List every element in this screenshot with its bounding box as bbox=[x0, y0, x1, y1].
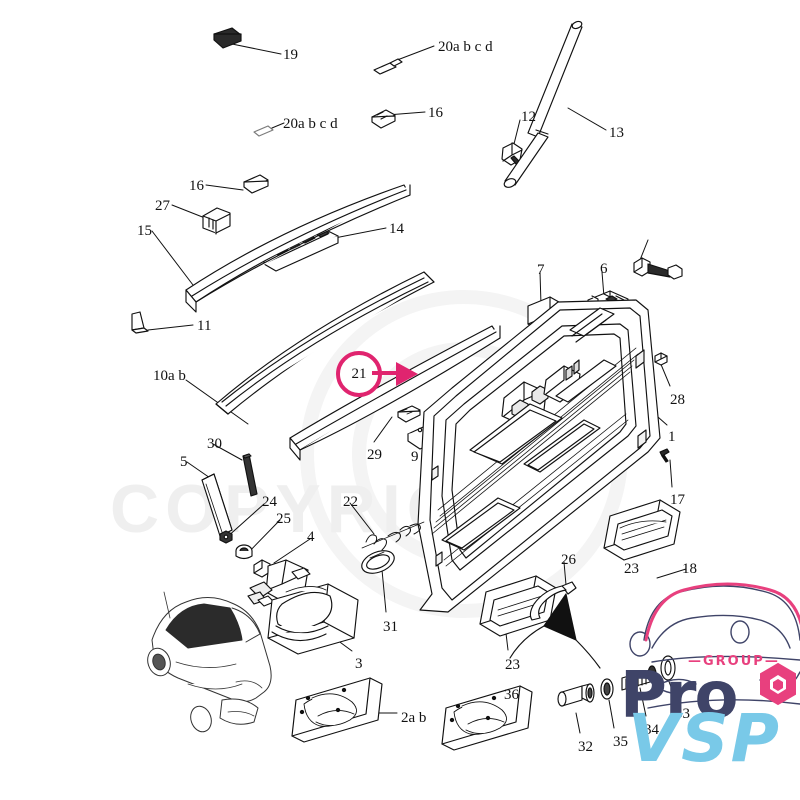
callout-label-23[interactable]: 23 bbox=[624, 561, 639, 577]
provsp-logo: —GROUP— Pro VSP bbox=[612, 648, 800, 773]
callout-label-33[interactable]: 33 bbox=[675, 706, 690, 722]
callout-label-26[interactable]: 26 bbox=[561, 552, 576, 568]
callout-label-2a-b[interactable]: 2a b bbox=[401, 710, 427, 726]
callout-label-19[interactable]: 19 bbox=[283, 47, 298, 63]
callout-label-16[interactable]: 16 bbox=[428, 105, 443, 121]
callout-label-28[interactable]: 28 bbox=[670, 392, 685, 408]
callout-label-18[interactable]: 18 bbox=[682, 561, 697, 577]
logo-pro-text: Pro bbox=[620, 659, 738, 733]
callout-label-12[interactable]: 12 bbox=[521, 109, 536, 125]
callout-label-5[interactable]: 5 bbox=[180, 454, 188, 470]
callout-label-17[interactable]: 17 bbox=[670, 492, 685, 508]
callout-label-22[interactable]: 22 bbox=[343, 494, 358, 510]
callout-label-32[interactable]: 32 bbox=[578, 739, 593, 755]
logo-vsp-text: VSP bbox=[628, 700, 781, 777]
callout-label-29[interactable]: 29 bbox=[367, 447, 382, 463]
callout-label-9[interactable]: 9 bbox=[411, 449, 419, 465]
callout-label-24[interactable]: 24 bbox=[262, 494, 277, 510]
callout-label-20a-b-c-d[interactable]: 20a b c d bbox=[283, 116, 338, 132]
callout-label-30[interactable]: 30 bbox=[207, 436, 222, 452]
logo-group-text: —GROUP— bbox=[688, 654, 780, 669]
callout-label-3[interactable]: 3 bbox=[355, 656, 363, 672]
callout-label-16[interactable]: 16 bbox=[189, 178, 204, 194]
callout-label-23[interactable]: 23 bbox=[505, 657, 520, 673]
callout-label-4[interactable]: 4 bbox=[307, 529, 315, 545]
callout-label-36[interactable]: 36 bbox=[504, 687, 519, 703]
callout-label-14[interactable]: 14 bbox=[389, 221, 404, 237]
callout-label-6[interactable]: 6 bbox=[600, 261, 608, 277]
callout-label-34[interactable]: 34 bbox=[644, 722, 659, 738]
hexagon-icon bbox=[760, 662, 796, 706]
callout-label-1[interactable]: 1 bbox=[668, 429, 676, 445]
callout-label-27[interactable]: 27 bbox=[155, 198, 170, 214]
callout-label-11[interactable]: 11 bbox=[197, 318, 212, 334]
callout-label-10a-b[interactable]: 10a b bbox=[153, 368, 186, 384]
highlight-arrow-icon bbox=[372, 362, 418, 386]
callout-label-13[interactable]: 13 bbox=[609, 125, 624, 141]
callout-label-31[interactable]: 31 bbox=[383, 619, 398, 635]
callout-label-25[interactable]: 25 bbox=[276, 511, 291, 527]
callout-label-15[interactable]: 15 bbox=[137, 223, 152, 239]
callout-label-20a-b-c-d[interactable]: 20a b c d bbox=[438, 39, 493, 55]
callout-label-35[interactable]: 35 bbox=[613, 734, 628, 750]
callout-label-7[interactable]: 7 bbox=[537, 262, 545, 278]
